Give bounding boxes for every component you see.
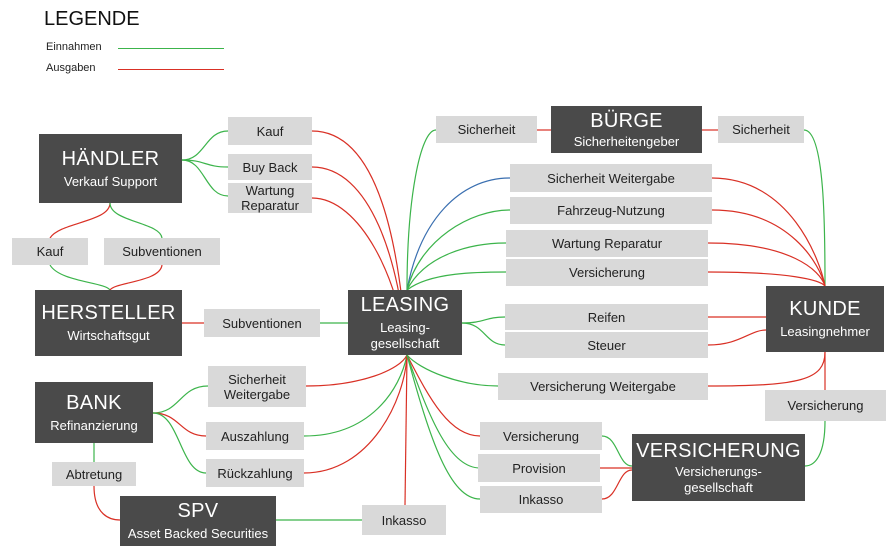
line-versicherung-label-ins <box>804 420 826 467</box>
node-leasing-title: LEASING <box>360 293 450 316</box>
node-versicherung: VERSICHERUNG Versicherungs-gesellschaft <box>632 434 805 501</box>
label-versicherung-right: Versicherung <box>506 259 708 286</box>
line-leasing-vers-weitergabe <box>406 354 499 387</box>
line-haendler-kauf-left <box>49 202 111 239</box>
legend-expense-label: Ausgaben <box>46 62 96 74</box>
line-leasing-steuer <box>461 322 506 346</box>
line-leasing-versicherung-right <box>406 271 507 291</box>
line-steuer-kunde <box>707 329 767 346</box>
line-leasing-wartung-right <box>406 242 507 291</box>
line-bank-auszahlung <box>152 412 207 437</box>
line-versicherung-kunde-right <box>707 271 826 287</box>
label-subventionen-mid: Subventionen <box>204 309 320 337</box>
label-versicherung-weitergabe: Versicherung Weitergabe <box>498 373 708 400</box>
node-buerge-subtitle: Sicherheitengeber <box>573 133 680 149</box>
legend-title: LEGENDE <box>44 8 140 30</box>
label-wartung-reparatur-right: Wartung Reparatur <box>506 230 708 257</box>
node-leasing: LEASING Leasing-gesellschaft <box>348 290 462 355</box>
line-vw-kunde <box>707 351 826 387</box>
line-leasing-sicherheit-weitergabe <box>406 177 511 291</box>
node-buerge: BÜRGE Sicherheitengeber <box>551 106 702 153</box>
label-versicherung-kunde: Versicherung <box>765 390 886 421</box>
legend-income-label: Einnahmen <box>46 41 102 53</box>
line-rueckzahlung-leasing <box>303 354 408 474</box>
line-leasing-reifen <box>461 316 506 324</box>
line-sw-kunde <box>711 177 826 287</box>
label-versicherung-ins: Versicherung <box>480 422 602 450</box>
line-sicherheit-leasing <box>305 354 408 387</box>
legend-income-line <box>118 48 224 49</box>
node-leasing-subtitle: Leasing-gesellschaft <box>370 319 440 351</box>
label-provision: Provision <box>478 454 600 482</box>
line-fahrzeug-kunde <box>711 209 826 287</box>
label-steuer: Steuer <box>505 332 708 358</box>
label-sicherheit-weitergabe-bank: Sicherheit Weitergabe <box>208 366 306 407</box>
node-kunde: KUNDE Leasingnehmer <box>766 286 884 352</box>
line-leasing-provision <box>406 354 481 469</box>
line-leasing-sicherheit <box>406 129 437 291</box>
line-abtretung-spv <box>93 485 121 521</box>
label-buy-back: Buy Back <box>228 154 312 180</box>
line-wartung-kunde <box>707 242 826 287</box>
node-haendler-subtitle: Verkauf Support <box>63 173 158 189</box>
label-sicherheit-left: Sicherheit <box>436 116 537 143</box>
line-leasing-versicherung-ins <box>406 354 481 437</box>
line-auszahlung-leasing <box>303 354 408 437</box>
line-bank-sicherheit <box>152 385 209 414</box>
label-sicherheit-right: Sicherheit <box>718 116 804 143</box>
label-inkasso-spv: Inkasso <box>362 505 446 535</box>
line-leasing-inkasso-ins <box>406 354 481 500</box>
label-rueckzahlung: Rückzahlung <box>206 459 304 487</box>
node-bank-title: BANK <box>66 391 122 414</box>
label-kauf-left: Kauf <box>12 238 88 265</box>
node-kunde-subtitle: Leasingnehmer <box>780 324 870 339</box>
label-subventionen-top: Subventionen <box>104 238 220 265</box>
node-buerge-title: BÜRGE <box>590 109 663 132</box>
label-inkasso-ins: Inkasso <box>480 486 602 513</box>
label-kauf-top: Kauf <box>228 117 312 145</box>
node-spv-title: SPV <box>177 500 219 522</box>
label-reifen: Reifen <box>505 304 708 330</box>
node-haendler: HÄNDLER Verkauf Support <box>39 134 182 203</box>
line-leasing-fahrzeug <box>406 209 511 291</box>
node-bank: BANK Refinanzierung <box>35 382 153 443</box>
node-versicherung-title: VERSICHERUNG <box>636 439 801 462</box>
line-subv-hersteller <box>109 264 163 291</box>
node-spv-subtitle: Asset Backed Securities <box>127 526 269 541</box>
label-sicherheit-weitergabe-right: Sicherheit Weitergabe <box>510 164 712 192</box>
node-hersteller-subtitle: Wirtschaftsgut <box>67 328 150 343</box>
line-haendler-subv <box>109 202 163 239</box>
node-spv: SPV Asset Backed Securities <box>120 496 276 546</box>
legend-expense-line <box>118 69 224 70</box>
line-bank-rueckzahlung <box>152 412 207 474</box>
label-abtretung: Abtretung <box>52 462 136 486</box>
node-kunde-title: KUNDE <box>789 298 861 320</box>
line-inkasso-ins-box <box>601 469 633 500</box>
node-versicherung-subtitle: Versicherungs-gesellschaft <box>675 463 762 495</box>
line-versicherung-ins-box <box>601 435 633 467</box>
label-fahrzeug-nutzung: Fahrzeug-Nutzung <box>510 197 712 224</box>
label-wartung-reparatur-left: Wartung Reparatur <box>228 183 312 213</box>
line-haendler-kauf <box>181 130 229 161</box>
line-inkasso-leasing <box>404 354 408 506</box>
node-bank-subtitle: Refinanzierung <box>50 417 138 433</box>
node-hersteller: HERSTELLER Wirtschaftsgut <box>35 290 182 356</box>
line-sicherheit-kunde <box>803 129 826 287</box>
node-haendler-title: HÄNDLER <box>61 147 160 170</box>
line-kauf-hersteller <box>49 264 111 291</box>
label-auszahlung: Auszahlung <box>206 422 304 450</box>
node-hersteller-title: HERSTELLER <box>41 302 176 324</box>
line-haendler-wartung <box>181 159 229 197</box>
